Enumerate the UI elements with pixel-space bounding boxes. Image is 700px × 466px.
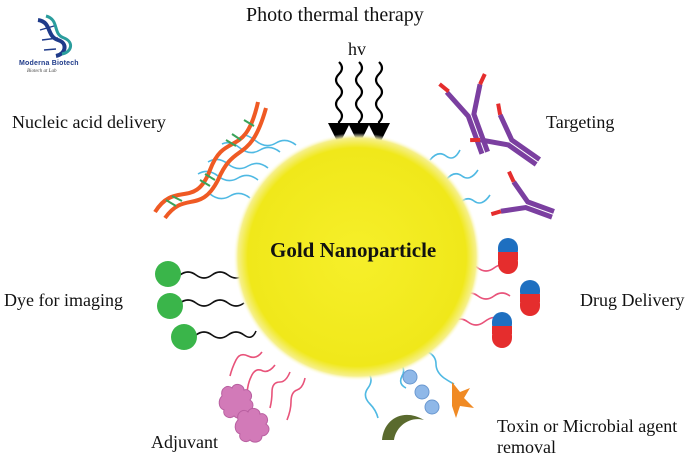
light-arrow (348, 61, 370, 145)
dye-linkers (179, 271, 257, 339)
light-arrows (328, 61, 390, 145)
light-arrow (368, 61, 390, 145)
capsule-icon (492, 238, 540, 348)
label-toxin: Toxin or Microbial agent removal (497, 416, 678, 457)
logo-tagline: Biotech at Lab (27, 69, 57, 74)
label-adjuvant: Adjuvant (151, 432, 218, 452)
center-label: Gold Nanoparticle (270, 238, 437, 262)
label-nucleic-acid: Nucleic acid delivery (12, 112, 166, 132)
bead-chain-icon (402, 369, 440, 415)
logo-name: Moderna Biotech (19, 60, 79, 67)
dna-helix-icon (153, 101, 268, 220)
light-label: hv (348, 39, 366, 59)
label-dye: Dye for imaging (4, 290, 123, 310)
gold-nanoparticle (233, 133, 481, 381)
adjuvant-linkers (229, 351, 306, 421)
label-drug: Drug Delivery (580, 290, 685, 310)
label-targeting: Targeting (546, 112, 615, 132)
toxin-crescent-icon (382, 414, 424, 440)
diagram-title: Photo thermal therapy (246, 4, 424, 26)
logo-icon (28, 10, 80, 62)
light-arrow (328, 61, 350, 145)
dye-icon (155, 261, 197, 350)
adjuvant-icon (218, 383, 270, 443)
antibody-icon (438, 73, 555, 220)
toxin-orange-icon (452, 382, 474, 418)
